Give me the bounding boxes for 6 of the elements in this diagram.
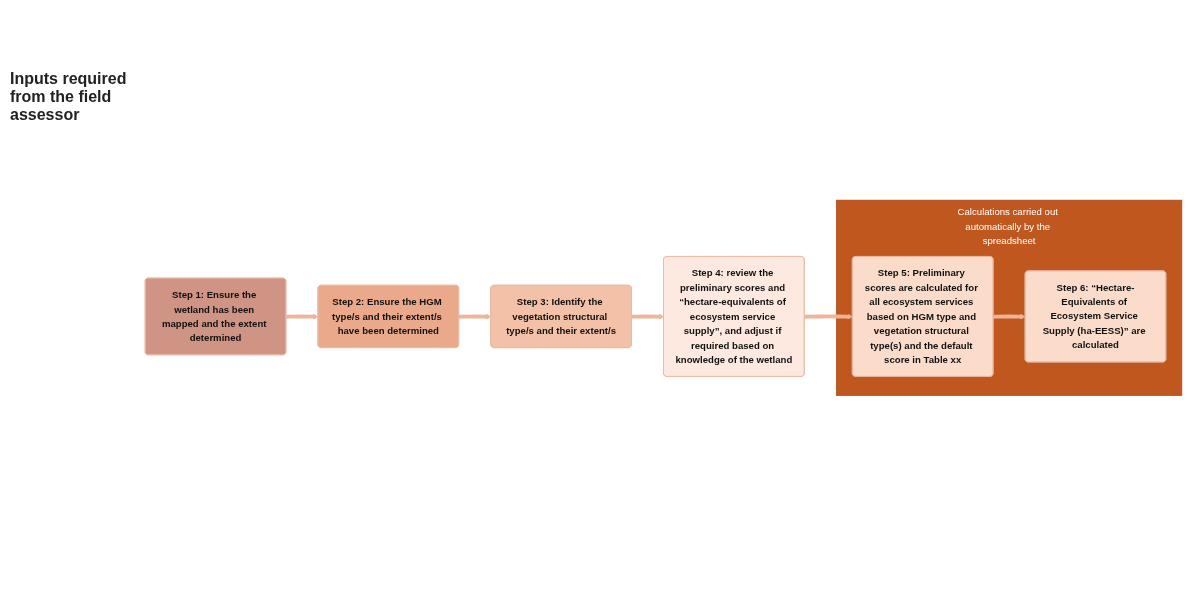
- arrow: [459, 313, 492, 320]
- row-heading: Inputs required from the field assessor: [10, 70, 128, 124]
- arrow: [286, 313, 319, 320]
- arrow: [993, 313, 1026, 320]
- arrow: [631, 313, 665, 320]
- arrow: [804, 313, 853, 320]
